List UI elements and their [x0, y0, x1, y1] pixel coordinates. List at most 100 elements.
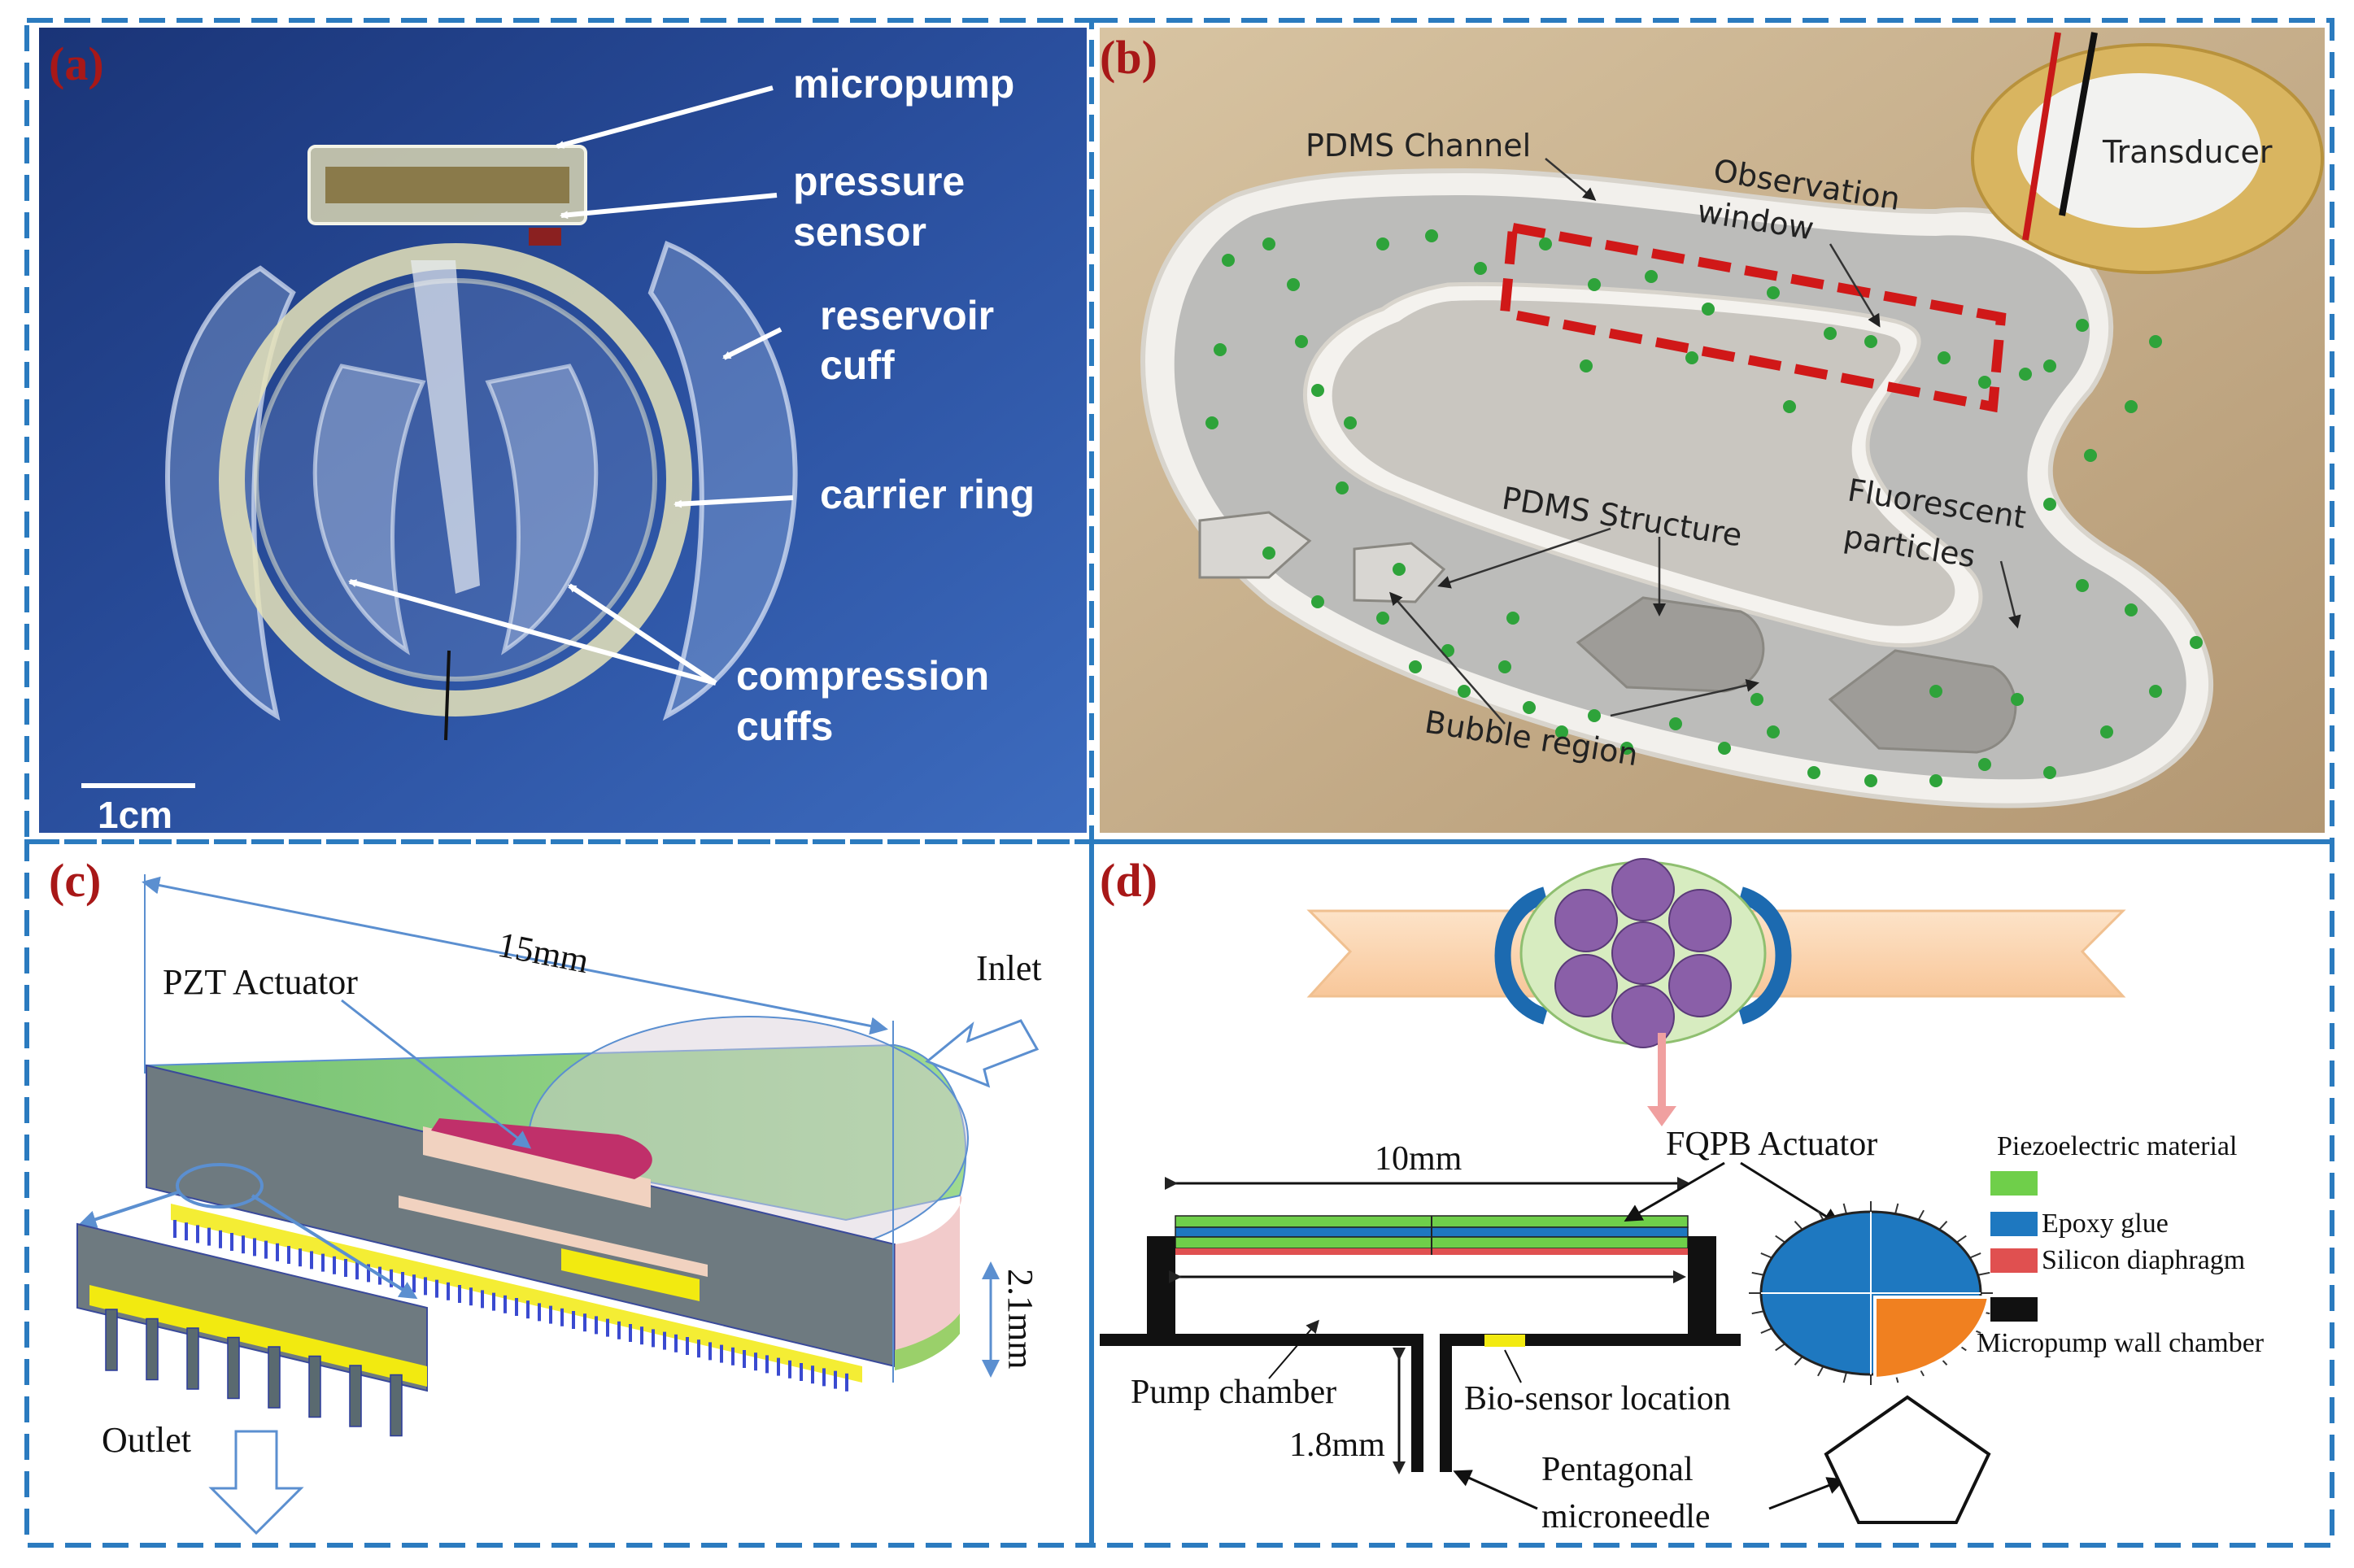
panel-frames: [24, 18, 2334, 1548]
panel-b: (b) PDMS Channel Observation window Tran…: [1100, 28, 2325, 833]
legend-swatch: [1990, 1212, 2038, 1236]
cell-cluster: [1554, 858, 1732, 1048]
biosensor-leader: [1504, 1349, 1522, 1383]
chamber-cavity: [399, 1196, 708, 1277]
inlet-arrow: [925, 1019, 1040, 1088]
particle-dot: [2125, 400, 2138, 413]
bottom-plate: [171, 1204, 862, 1383]
label-biosensor: Bio-sensor location: [1464, 1380, 1731, 1418]
observation-window: [1499, 221, 2007, 413]
panel-c: (c) 15mm 2.1mm Inlet Outlet: [49, 854, 1042, 1535]
particle-dot: [1580, 359, 1593, 372]
pressure-sensor-chip: [529, 228, 561, 246]
zoom-inset-yellow: [89, 1285, 427, 1387]
label-15mm: 15mm: [495, 925, 592, 982]
label-micropump: micropump: [793, 61, 1014, 107]
compression-cuff-shape: [312, 364, 426, 656]
strap-left: [1494, 886, 1549, 1025]
disk-spike: [1817, 1209, 1824, 1221]
pzt-actuator-element: [431, 1118, 652, 1179]
right-wall-post: [1688, 1236, 1716, 1346]
panel-b-letter: (b): [1100, 31, 1157, 84]
particle-dot: [1376, 237, 1389, 250]
label-cuff: cuff: [820, 342, 895, 388]
particle-dot: [1214, 343, 1227, 356]
transducer-wire-red: [2022, 32, 2061, 241]
microneedle-array: [173, 1220, 848, 1392]
panel-a-arrows: [348, 85, 794, 686]
pzt-leader: [341, 999, 532, 1149]
particle-dot: [1441, 644, 1454, 657]
microneedle-leader-left: [1453, 1470, 1538, 1510]
zoom-microneedle: [186, 1327, 199, 1390]
particle-dot: [1539, 237, 1552, 250]
cell: [1611, 985, 1675, 1048]
micropump-inner: [325, 167, 569, 203]
particle-dot: [1645, 270, 1658, 283]
legend-swatch: [1990, 1248, 2038, 1273]
particle-dot: [1376, 612, 1389, 625]
disk-spike: [1751, 1310, 1764, 1315]
label-fqpb-actuator: FQPB Actuator: [1666, 1126, 1877, 1163]
disk-spike: [1969, 1252, 1981, 1259]
disk-spike: [1775, 1235, 1786, 1244]
side-green: [895, 1313, 960, 1370]
particle-dot: [1588, 709, 1601, 722]
cell: [1611, 858, 1675, 921]
panel-d: (d) 10mm 1.8mm Pump chamber Bio-sensor l…: [1100, 854, 2265, 1535]
particle-dot: [2100, 725, 2113, 738]
panel-a-letter: (a): [49, 37, 104, 90]
cell: [1611, 921, 1675, 985]
particle-dot: [1287, 278, 1300, 291]
particle-dot: [1767, 286, 1780, 299]
pdms-channel-island-top: [1332, 300, 1955, 626]
disk-spike: [1751, 1271, 1764, 1276]
disk-spike: [1977, 1271, 1990, 1276]
disk-spike: [1760, 1252, 1772, 1259]
outlet-arrow: [208, 1430, 304, 1535]
particle-dot: [1474, 262, 1487, 275]
particle-dot: [1425, 229, 1438, 242]
legend-swatch: [1990, 1171, 2038, 1196]
disk-spike: [1775, 1343, 1786, 1352]
pentagon-needle-shape: [1824, 1395, 1991, 1524]
cell: [1668, 889, 1732, 952]
zoom-microneedle: [390, 1374, 403, 1437]
particle-dot: [2149, 335, 2162, 348]
panel-b-leaders: [1389, 158, 2021, 725]
particle-dot: [1718, 742, 1731, 755]
panel-c-letter: (c): [49, 854, 101, 907]
disk-spike: [1760, 1327, 1772, 1334]
particle-dot: [1864, 335, 1877, 348]
side-layers: [895, 1196, 962, 1366]
particle-dot: [1506, 612, 1519, 625]
wire: [444, 650, 451, 741]
fqpb-leader-left: [1624, 1161, 1725, 1222]
particle-dot: [1458, 685, 1471, 698]
particle-dot: [1498, 660, 1511, 673]
particle-dot: [2125, 603, 2138, 616]
label-pzt-actuator: PZT Actuator: [163, 962, 358, 1002]
particle-dot: [1344, 416, 1357, 429]
zoom-microneedle: [308, 1355, 321, 1418]
particle-dot: [1685, 351, 1698, 364]
particle-dot: [1555, 725, 1568, 738]
particle-dot: [1336, 481, 1349, 494]
particle-dot: [1523, 701, 1536, 714]
label-cuffs: cuffs: [736, 703, 833, 749]
legend-label: Silicon diaphragm: [2042, 1245, 2245, 1275]
label-2-1mm: 2.1mm: [1000, 1269, 1040, 1369]
panel-d-letter: (d): [1100, 854, 1157, 907]
particle-dot: [2149, 685, 2162, 698]
particle-dot: [1864, 774, 1877, 787]
legend-label: Epoxy glue: [2042, 1209, 2169, 1239]
cell: [1554, 954, 1618, 1017]
zoom-microneedle: [227, 1336, 240, 1400]
particle-dot: [2076, 319, 2089, 332]
legend-swatch: [1990, 1297, 2038, 1322]
strap-right: [1737, 886, 1792, 1025]
label-pressure: pressure: [793, 159, 965, 204]
particle-dot: [2076, 579, 2089, 592]
